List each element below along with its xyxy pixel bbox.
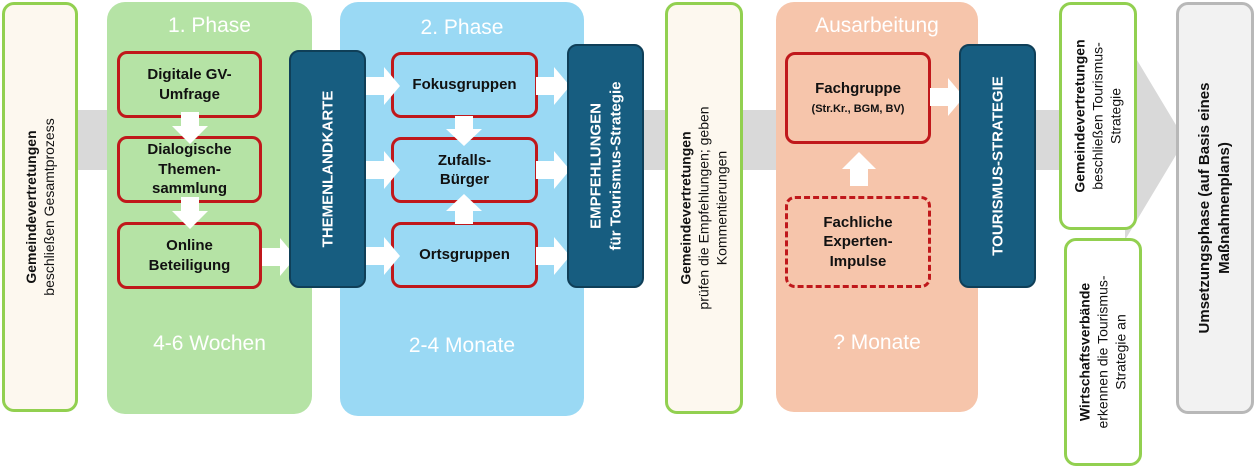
empfehlungen-title: EMPFEHLUNGEN — [587, 103, 604, 229]
review-line: prüfen die Empfehlungen; geben — [695, 106, 712, 310]
empfehlungen-subtitle: für Tourismus-Strategie — [606, 81, 624, 251]
decision-line: beschließen Tourismus- — [1089, 42, 1106, 190]
arrow-down-icon — [446, 116, 482, 146]
arrow-up-icon — [842, 152, 876, 186]
phase1-step-umfrage: Digitale GV- Umfrage — [117, 51, 262, 118]
arrow-right-icon — [262, 238, 296, 276]
tourismus-strategie-box: TOURISMUS-STRATEGIE — [959, 44, 1036, 288]
start-decision-text: Gemeindevertretungen beschließen Gesamtp… — [22, 118, 58, 295]
themenlandkarte-label: THEMENLANDKARTE — [318, 90, 336, 248]
arrow-right-icon — [366, 237, 400, 275]
start-decision-subtitle: beschließen Gesamtprozess — [41, 118, 57, 296]
ausarbeitung-duration: ? Monate — [833, 331, 921, 354]
phase1-panel: 1. Phase 4-6 Wochen — [107, 2, 312, 414]
step-line: Zufalls- — [437, 151, 492, 169]
tourismus-strategie-label: TOURISMUS-STRATEGIE — [988, 76, 1006, 256]
experten-line: Fachliche — [823, 213, 893, 231]
decision-text: Gemeindevertretungen beschließen Tourism… — [1071, 39, 1126, 192]
arrow-right-icon — [536, 67, 570, 105]
decision-line: Strategie — [1108, 87, 1125, 145]
umsetzung-text: Umsetzungsphase (auf Basis eines Maßnahm… — [1195, 83, 1236, 334]
themenlandkarte-box: THEMENLANDKARTE — [289, 50, 366, 288]
wirtschaft-title: Wirtschaftsverbände — [1076, 282, 1093, 422]
review-title: Gemeindevertretungen — [677, 131, 694, 285]
fachgruppe-members: (Str.Kr., BGM, BV) — [811, 103, 905, 115]
phase1-duration: 4-6 Wochen — [153, 332, 266, 355]
arrow-up-icon — [446, 194, 482, 224]
phase2-duration: 2-4 Monate — [408, 334, 516, 357]
arrow-right-icon — [536, 237, 570, 275]
step-line: Fokusgruppen — [412, 76, 517, 94]
step-line: Ortsgruppen — [419, 246, 510, 264]
review-text: Gemeindevertretungen prüfen die Empfehlu… — [677, 106, 732, 309]
arrow-right-icon — [366, 151, 400, 189]
umsetzung-box: Umsetzungsphase (auf Basis eines Maßnahm… — [1176, 2, 1254, 414]
phase1-title: 1. Phase — [168, 14, 251, 37]
step-line: Digitale GV- — [147, 66, 232, 83]
umsetzung-line: Maßnahmenplans) — [1216, 142, 1233, 274]
step-line: Themen- — [158, 160, 221, 178]
wirtschaft-box: Wirtschaftsverbände erkennen die Tourism… — [1064, 238, 1142, 466]
wirtschaft-line: erkennen die Tourismus- — [1094, 275, 1111, 429]
phase2-title: 2. Phase — [420, 16, 504, 39]
experten-impulse-box: Fachliche Experten- Impulse — [785, 196, 931, 288]
empfehlungen-label: EMPFEHLUNGEN für Tourismus-Strategie — [586, 82, 625, 251]
start-decision-box: Gemeindevertretungen beschließen Gesamtp… — [2, 2, 78, 412]
experten-line: Impulse — [829, 252, 887, 270]
phase2-step-ortsgruppen: Ortsgruppen — [391, 222, 538, 288]
ausarbeitung-panel: Ausarbeitung ? Monate — [776, 2, 978, 412]
review-box: Gemeindevertretungen prüfen die Empfehlu… — [665, 2, 743, 414]
decision-box: Gemeindevertretungen beschließen Tourism… — [1059, 2, 1137, 230]
step-line: sammlung — [151, 180, 227, 198]
arrow-right-icon — [930, 78, 964, 116]
wirtschaft-line: Strategie an — [1113, 314, 1130, 390]
arrow-down-icon — [172, 112, 208, 144]
fachgruppe-box: Fachgruppe (Str.Kr., BGM, BV) — [785, 52, 931, 144]
wirtschaft-text: Wirtschaftsverbände erkennen die Tourism… — [1076, 275, 1131, 428]
fachgruppe-title: Fachgruppe — [815, 79, 901, 97]
umsetzung-line: Umsetzungsphase (auf Basis eines — [1195, 82, 1213, 334]
start-decision-title: Gemeindevertretungen — [22, 130, 39, 284]
step-line: Beteiligung — [148, 256, 231, 274]
arrow-down-icon — [172, 197, 208, 229]
decision-title: Gemeindevertretungen — [1071, 39, 1088, 193]
arrow-right-icon — [366, 67, 400, 105]
step-line: Bürger — [439, 171, 490, 188]
step-line: Online — [166, 237, 213, 254]
arrow-right-icon — [536, 151, 570, 189]
experten-line: Experten- — [823, 233, 893, 251]
empfehlungen-box: EMPFEHLUNGEN für Tourismus-Strategie — [567, 44, 644, 288]
step-line: Umfrage — [159, 85, 220, 103]
step-line: Dialogische — [147, 141, 232, 159]
ausarbeitung-title: Ausarbeitung — [815, 14, 939, 37]
review-line: Kommentierungen — [714, 150, 731, 266]
phase2-step-fokusgruppen: Fokusgruppen — [391, 52, 538, 118]
